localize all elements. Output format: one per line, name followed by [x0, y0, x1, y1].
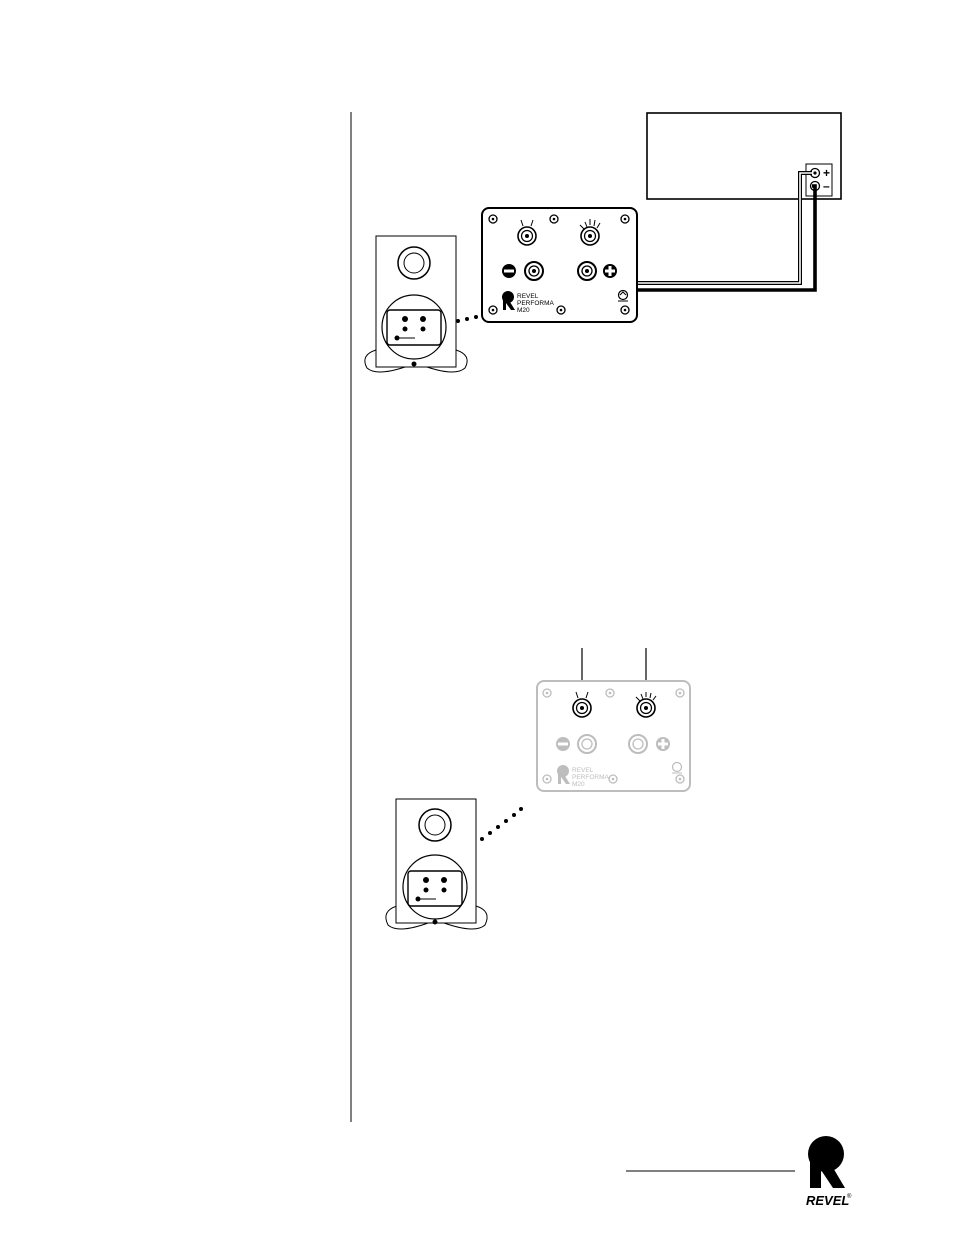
panel-logo-line2: PERFORMA — [517, 300, 555, 307]
panel-logo-faded-line1: REVEL — [572, 767, 594, 774]
panel-logo-faded-line3: M20 — [572, 781, 585, 788]
speaker-rear-view — [365, 236, 467, 372]
speaker-rear-view-2 — [386, 799, 487, 929]
amplifier-box: + – — [647, 113, 841, 199]
panel-logo-faded-line2: PERFORMA — [572, 774, 610, 781]
figure-2-adjustment-diagram: REVEL PERFORMA M20 — [386, 648, 690, 929]
amp-negative-label: – — [823, 179, 830, 193]
panel-logo-line3: M20 — [517, 307, 530, 314]
amp-positive-label: + — [823, 166, 830, 180]
terminal-panel-enlarged: REVEL PERFORMA M20 — [482, 208, 637, 322]
brand-trademark: ® — [847, 1193, 852, 1200]
page-footer: REVEL ® — [626, 1136, 852, 1208]
panel-logo-line1: REVEL — [517, 293, 539, 300]
brand-wordmark: REVEL — [806, 1193, 849, 1208]
figure-1-wiring-diagram: + – — [365, 113, 841, 372]
revel-brand-logo: REVEL ® — [806, 1136, 852, 1208]
terminal-panel-faded: REVEL PERFORMA M20 — [537, 681, 690, 791]
